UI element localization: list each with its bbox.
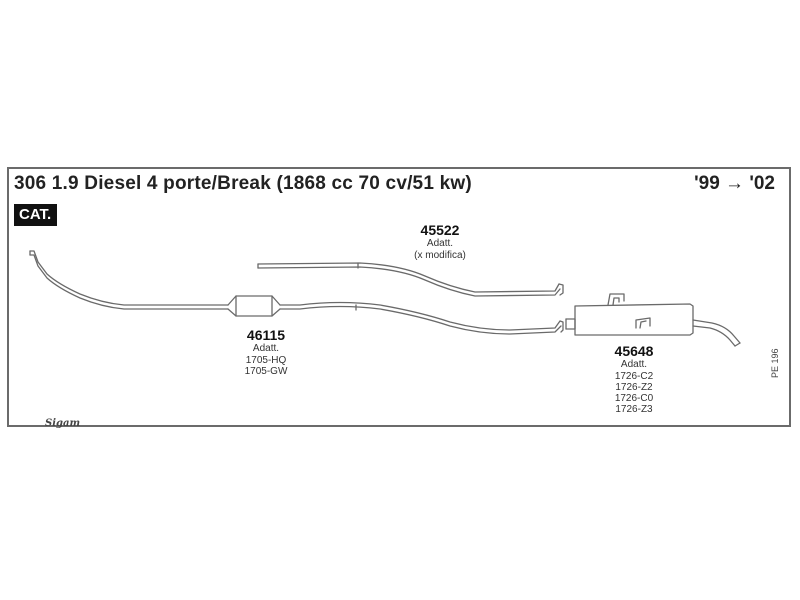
part-code: 1705-GW	[244, 366, 288, 377]
part-code: 1726-Z2	[615, 382, 653, 393]
part-code: 1705-HQ	[245, 355, 287, 366]
part-number: 45522	[420, 222, 460, 238]
part-label-46115: 46115 Adatt. 1705-HQ 1705-GW	[226, 327, 306, 377]
cat-badge: CAT.	[14, 204, 58, 226]
part-adatt: Adatt.	[620, 359, 648, 370]
part-code: 1726-C0	[614, 393, 654, 404]
part-number: 45648	[614, 343, 654, 359]
part-adatt: Adatt.	[426, 238, 454, 249]
part-note: (x modifica)	[414, 250, 466, 261]
part-codes: 1705-HQ 1705-GW	[226, 355, 306, 377]
header-years: '99 → '02	[694, 173, 775, 194]
part-label-45522: 45522 Adatt. (x modifica)	[400, 222, 480, 262]
header-title: 306 1.9 Diesel 4 porte/Break (1868 cc 70…	[14, 173, 472, 194]
part-number: 46115	[246, 327, 286, 343]
diagram-frame	[7, 167, 791, 427]
part-code: 1726-C2	[614, 371, 654, 382]
part-label-45648: 45648 Adatt. 1726-C2 1726-Z2 1726-C0 172…	[594, 343, 674, 415]
brand-logo: Sigam	[45, 418, 81, 429]
part-code: 1726-Z3	[615, 404, 653, 415]
page-reference: PE 196	[770, 348, 780, 378]
front-pipe-46115	[29, 250, 564, 335]
part-codes: 1726-C2 1726-Z2 1726-C0 1726-Z3	[594, 371, 674, 415]
part-adatt: Adatt.	[252, 343, 280, 354]
intermediate-pipe-45522	[257, 262, 564, 297]
rear-silencer-45648	[565, 293, 741, 347]
